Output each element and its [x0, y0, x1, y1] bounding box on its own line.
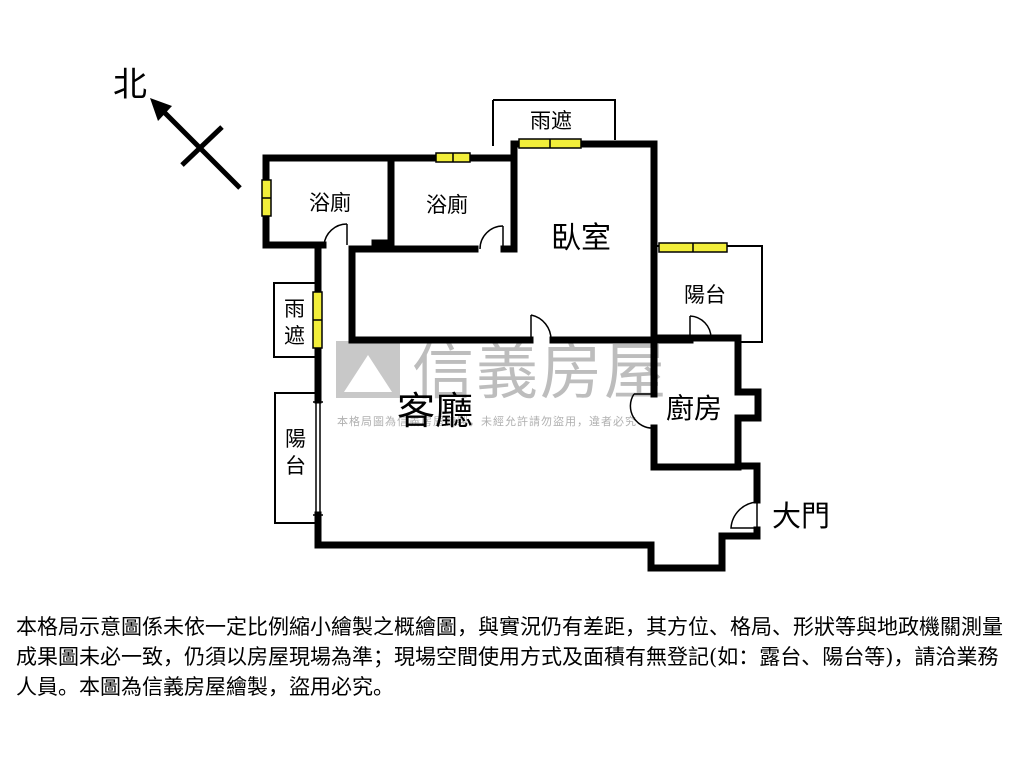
kitchen-door [629, 393, 655, 429]
canopy-left-outline [273, 282, 318, 358]
bath2-wall [500, 154, 518, 253]
thin-outlines [273, 99, 763, 524]
balcony-right-door [689, 315, 712, 339]
balcony-left-outline [274, 392, 318, 524]
windows [261, 138, 728, 349]
window-bath1 [261, 179, 272, 217]
label-kitchen: 廚房 [666, 392, 722, 425]
corridor-wall [348, 245, 534, 344]
label-balcony-left: 陽台 [285, 427, 306, 478]
kitchen-wall [650, 336, 742, 471]
bath-partition [371, 154, 395, 247]
watermark-brand: 信義房屋 [412, 335, 668, 408]
canopy-top-outline [492, 99, 616, 146]
window-bath2 [435, 152, 471, 163]
walls [262, 140, 762, 572]
window-bedroom-north [518, 138, 582, 149]
compass-cross-line [180, 125, 224, 167]
label-balcony-right: 陽台 [684, 283, 726, 307]
bath2-door [479, 225, 504, 250]
bath1-door [323, 223, 348, 246]
svg-text:陽台: 陽台 [285, 427, 306, 478]
label-canopy-left: 雨遮 [284, 297, 305, 348]
window-canopy-left [312, 291, 323, 349]
compass-arrowhead-icon [150, 98, 172, 121]
compass-label: 北 [113, 65, 147, 105]
label-bath2: 浴廁 [426, 193, 468, 217]
svg-text:雨遮: 雨遮 [284, 297, 305, 348]
north-compass: 北 [113, 65, 242, 190]
watermark-notice: 本格局圖為信義房屋繪製，未經允許請勿盜用，違者必究 [337, 414, 637, 428]
bedroom-door [530, 314, 552, 341]
floor-plan: 信義房屋 本格局圖為信義房屋繪製，未經允許請勿盜用，違者必究 北 [113, 65, 830, 572]
outer-wall [262, 140, 762, 504]
label-bedroom: 臥室 [551, 221, 611, 256]
balcony-left-sliding-door [313, 401, 323, 516]
entrance-door [730, 501, 758, 530]
label-bath1: 浴廁 [309, 191, 351, 215]
window-bedroom-east [658, 242, 728, 253]
label-entrance: 大門 [772, 499, 830, 533]
label-canopy-top: 雨遮 [530, 109, 572, 133]
outer-wall-south [314, 511, 761, 572]
watermark: 信義房屋 本格局圖為信義房屋繪製，未經允許請勿盜用，違者必究 [336, 335, 668, 428]
label-living: 客廳 [397, 389, 473, 433]
room-labels: 浴廁 浴廁 臥室 雨遮 陽台 客廳 廚房 大門 雨遮 陽台 [284, 109, 830, 533]
watermark-logo-icon [336, 341, 400, 398]
doors [313, 223, 758, 530]
disclaimer-text: 本格局示意圖係未依一定比例縮小繪製之概繪圖，與實況仍有差距，其方位、格局、形狀等… [16, 615, 1003, 699]
